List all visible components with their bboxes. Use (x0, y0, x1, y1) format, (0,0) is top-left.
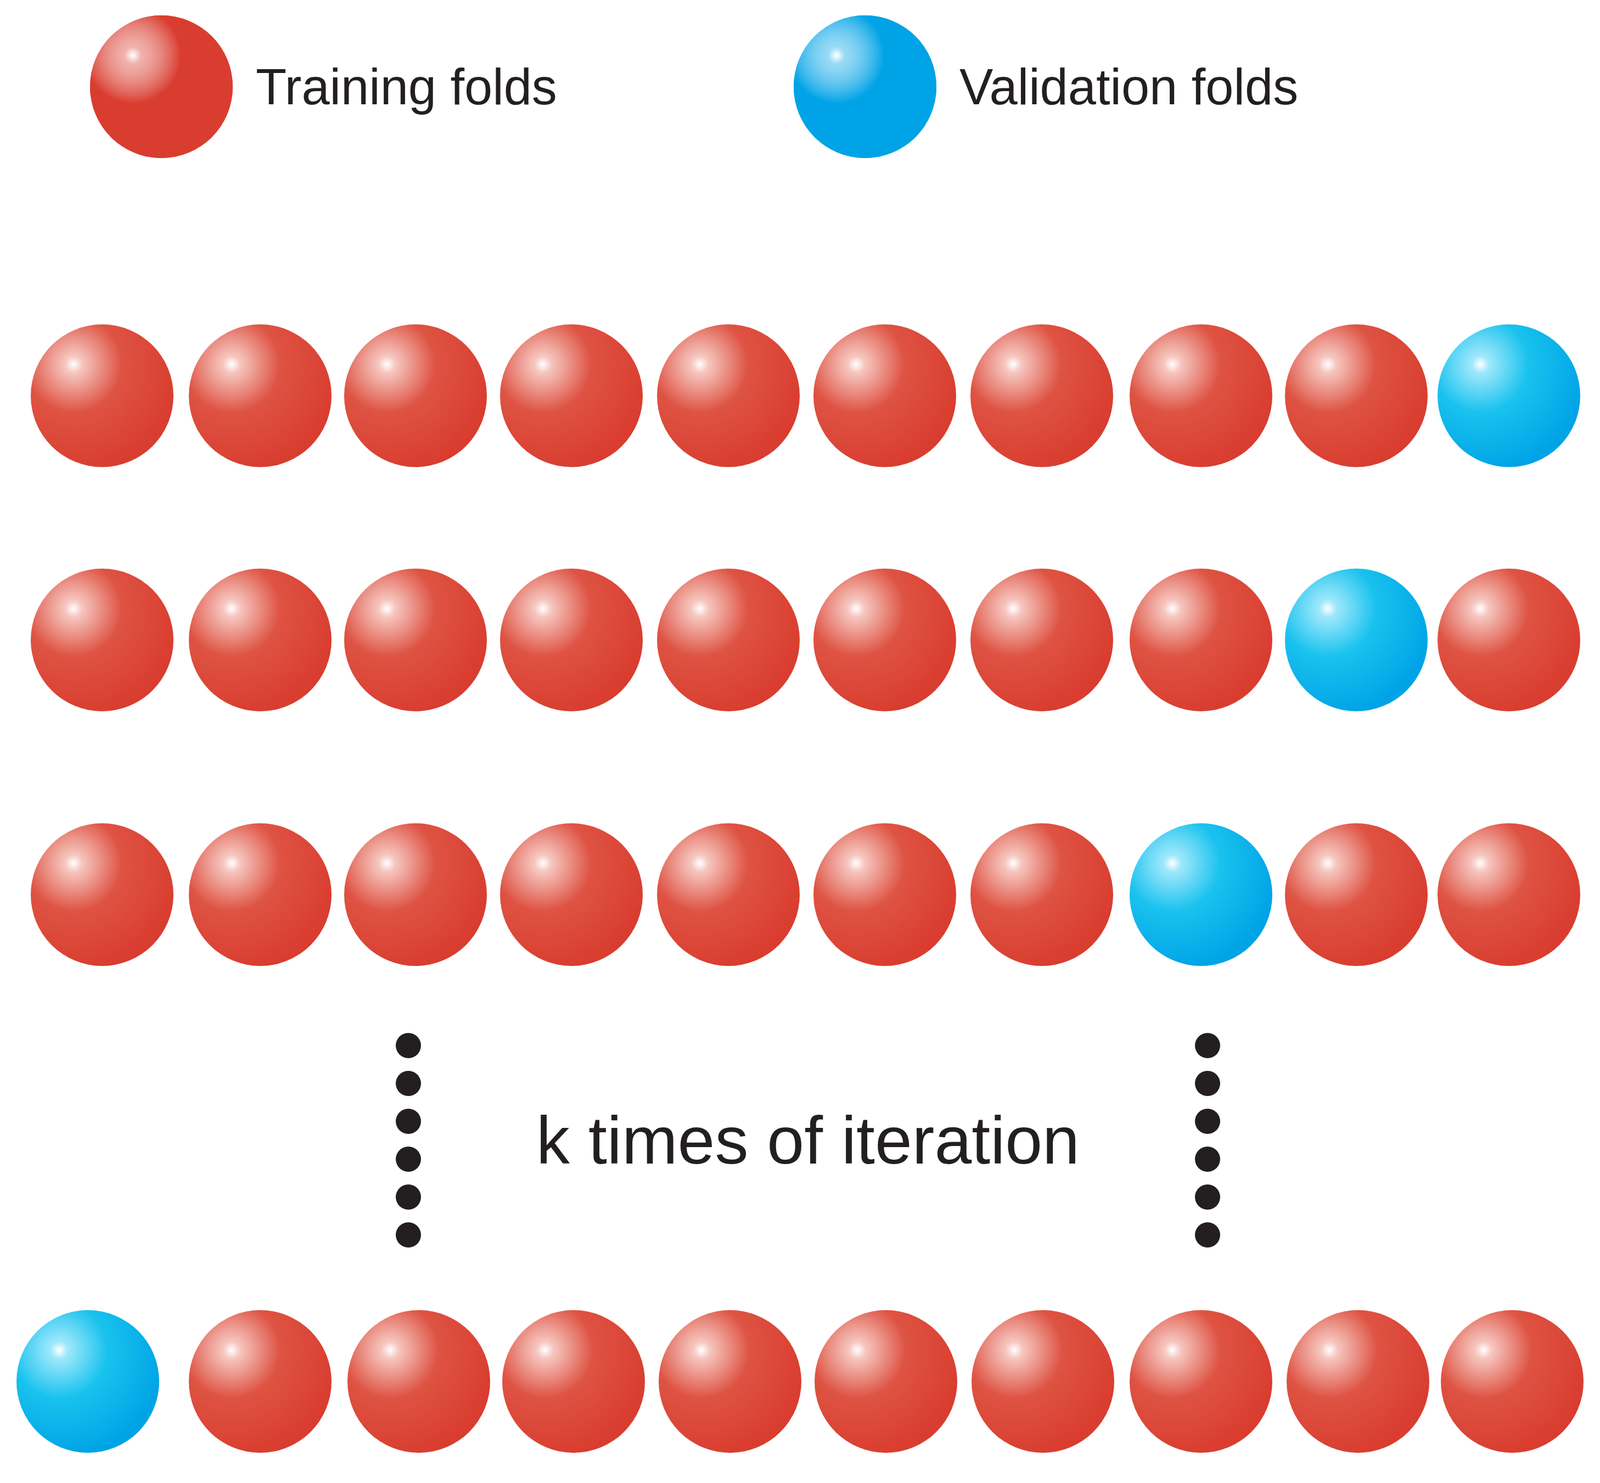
training-fold (657, 823, 800, 967)
training-fold (1286, 1310, 1430, 1453)
training-fold (970, 568, 1114, 712)
training-fold (500, 324, 643, 468)
ellipsis-dot (1194, 1146, 1221, 1172)
training-fold (970, 324, 1114, 468)
iteration-label: k times of iteration (536, 1107, 1080, 1175)
training-fold (971, 1310, 1115, 1453)
training-fold (500, 568, 643, 712)
training-fold (813, 823, 957, 967)
training-fold (1437, 823, 1581, 967)
training-fold (814, 1310, 958, 1453)
training-fold (813, 324, 957, 468)
fold-rows (16, 324, 1584, 1453)
ellipsis-dot (1194, 1033, 1221, 1059)
training-fold (344, 324, 487, 468)
training-fold (500, 823, 643, 967)
training-fold (1284, 823, 1428, 967)
legend-text: Validation folds (959, 61, 1299, 112)
training-fold (344, 823, 487, 967)
ellipsis-dot (1194, 1222, 1221, 1248)
validation-fold (1284, 568, 1428, 712)
training-fold (1129, 1310, 1273, 1453)
legend-swatch-base (90, 15, 233, 159)
validation-fold (1437, 324, 1581, 468)
ellipsis-dot (1194, 1184, 1221, 1210)
training-fold (502, 1310, 645, 1453)
training-fold (657, 324, 800, 468)
ellipsis-dot (395, 1108, 421, 1134)
training-fold (344, 568, 487, 712)
validation-fold (16, 1310, 160, 1453)
training-fold (30, 568, 174, 712)
training-fold (658, 1310, 802, 1453)
ellipsis-dot (395, 1033, 421, 1059)
legend-swatch-svg (792, 14, 938, 160)
training-fold (347, 1310, 491, 1453)
training-fold (188, 823, 332, 967)
ellipsis-dot (395, 1146, 421, 1172)
legend-swatch-svg (88, 14, 234, 160)
training-fold (1129, 324, 1273, 468)
ellipsis-dot (395, 1184, 421, 1210)
ellipsis-dots (395, 1033, 1221, 1248)
legend-swatch (90, 15, 233, 159)
training-fold (1129, 568, 1273, 712)
training-fold (1437, 568, 1581, 712)
training-fold (30, 324, 174, 468)
ellipsis-dot (395, 1222, 421, 1248)
training-fold (970, 823, 1114, 967)
training-fold (813, 568, 957, 712)
training-fold (657, 568, 800, 712)
legend-text: Training folds (255, 61, 558, 112)
validation-fold (1129, 823, 1273, 967)
training-fold (30, 823, 174, 967)
ellipsis-dot (1194, 1070, 1221, 1097)
legend-swatch-base (793, 15, 937, 159)
training-fold (188, 1310, 332, 1453)
ellipsis-dot (1194, 1108, 1221, 1134)
ellipsis-dot (395, 1070, 421, 1097)
training-fold (1440, 1310, 1584, 1453)
legend-swatch (793, 15, 937, 159)
training-fold (1284, 324, 1428, 468)
training-fold (188, 324, 332, 468)
training-fold (188, 568, 332, 712)
